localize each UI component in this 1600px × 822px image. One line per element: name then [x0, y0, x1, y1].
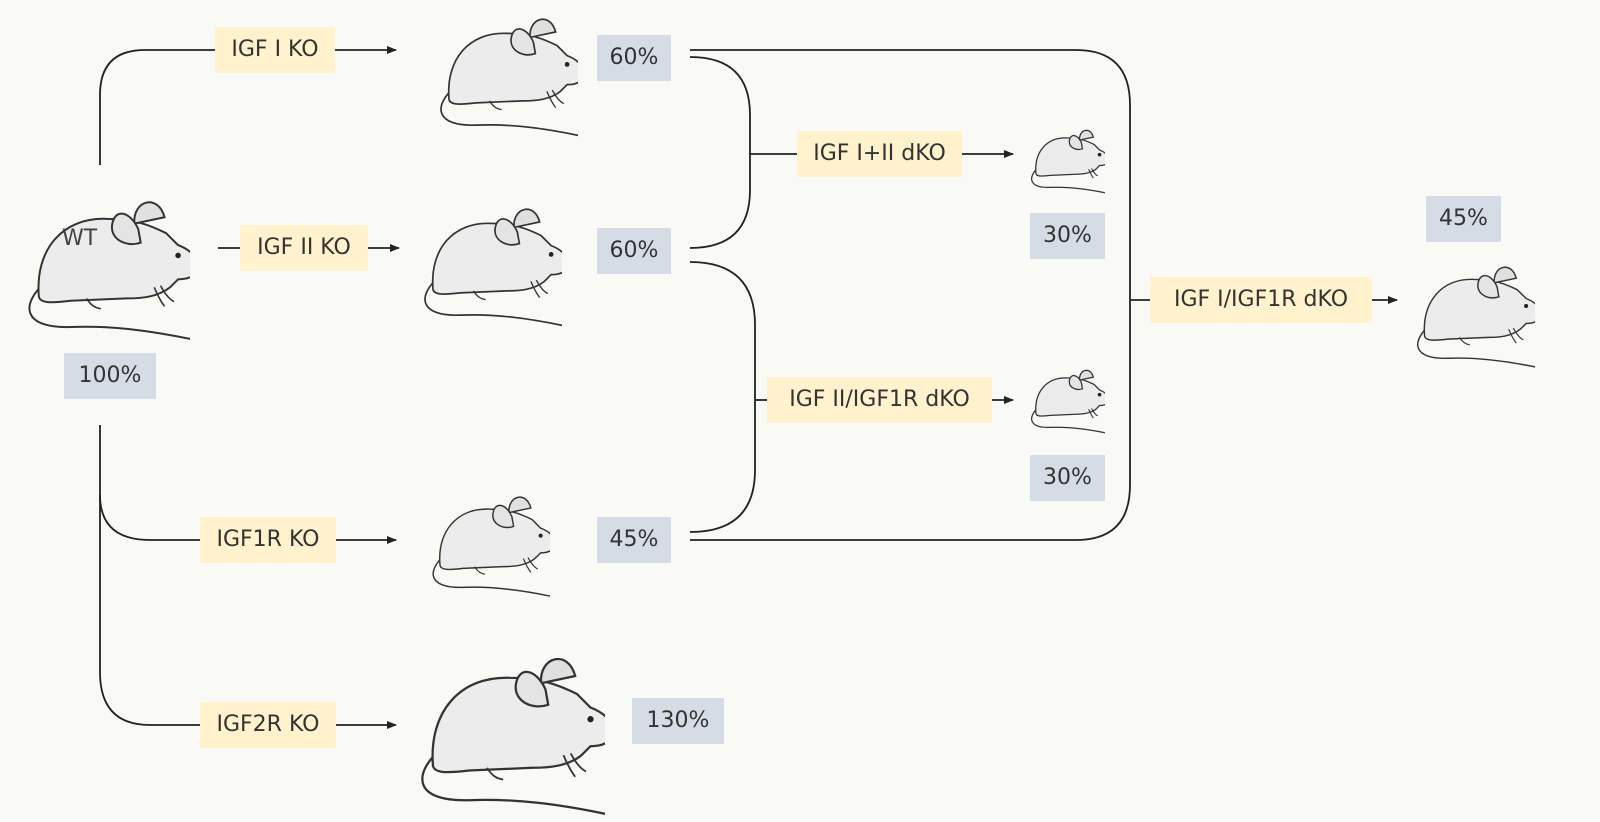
- percent-igf1r-ko: 45%: [597, 517, 671, 563]
- mouse-igf2-ko: [424, 208, 562, 327]
- label-igf1-igf1r-dko: IGF I/IGF1R dKO: [1150, 277, 1372, 323]
- mouse-wt: [28, 201, 190, 340]
- mouse-igf1r-ko: [432, 496, 550, 597]
- bracket-igf1-igf2: [689, 56, 751, 249]
- wire-wt-down: [99, 425, 200, 726]
- label-igf2-igf1r-dko: IGF II/IGF1R dKO: [767, 377, 992, 423]
- label-igf1-ko: IGF I KO: [215, 27, 335, 73]
- wt-label: WT: [62, 226, 98, 251]
- mouse-igf1-2-dko: [1031, 129, 1105, 194]
- label-igf2-ko: IGF II KO: [240, 225, 368, 271]
- mouse-igf1-ko: [440, 18, 578, 137]
- bracket-igf1-igf1r: [690, 49, 1131, 541]
- bracket-igf2-igf1r: [689, 261, 756, 533]
- mouse-igf2-igf1r-dko: [1031, 369, 1105, 434]
- mouse-igf1-igf1r-dko: [1417, 266, 1535, 368]
- label-igf1r-ko: IGF1R KO: [200, 517, 336, 563]
- wire-wt-to-igf1: [99, 49, 215, 165]
- label-igf1-2-dko: IGF I+II dKO: [797, 131, 962, 177]
- mouse-igf2r-ko: [421, 657, 605, 815]
- percent-igf2-ko: 60%: [597, 228, 671, 274]
- percent-igf2-igf1r-dko: 30%: [1030, 455, 1105, 501]
- wire-wt-to-igf1r: [99, 494, 200, 541]
- label-igf2r-ko: IGF2R KO: [200, 702, 336, 748]
- percent-igf2r-ko: 130%: [632, 698, 724, 744]
- percent-igf1-2-dko: 30%: [1030, 213, 1105, 259]
- percent-wt: 100%: [64, 353, 156, 399]
- percent-igf1-igf1r-dko: 45%: [1426, 196, 1501, 242]
- percent-igf1-ko: 60%: [597, 35, 671, 81]
